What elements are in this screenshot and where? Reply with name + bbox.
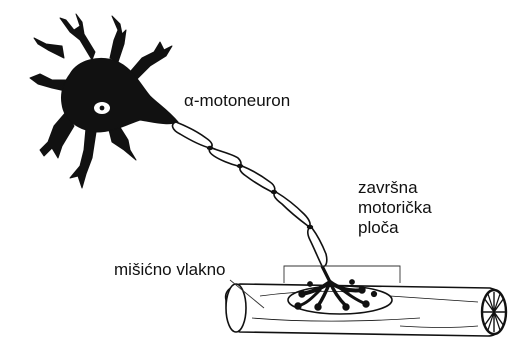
axon-terminal (322, 266, 330, 282)
end-plate-label-line-2: motorička (358, 198, 432, 218)
myelinated-axon (173, 122, 327, 266)
end-plate-label: završna motorička ploča (358, 178, 432, 238)
muscle-fiber-cross-section (482, 290, 506, 334)
motoneuron-cell-body (30, 14, 178, 188)
neuron-nucleolus (100, 106, 105, 111)
muscle-fiber (226, 284, 506, 336)
muscle-fiber-label: mišićno vlakno (114, 260, 226, 280)
motoneuron-label: α-motoneuron (184, 91, 290, 111)
end-plate-label-line-1: završna (358, 178, 432, 198)
end-plate-label-line-3: ploča (358, 218, 432, 238)
